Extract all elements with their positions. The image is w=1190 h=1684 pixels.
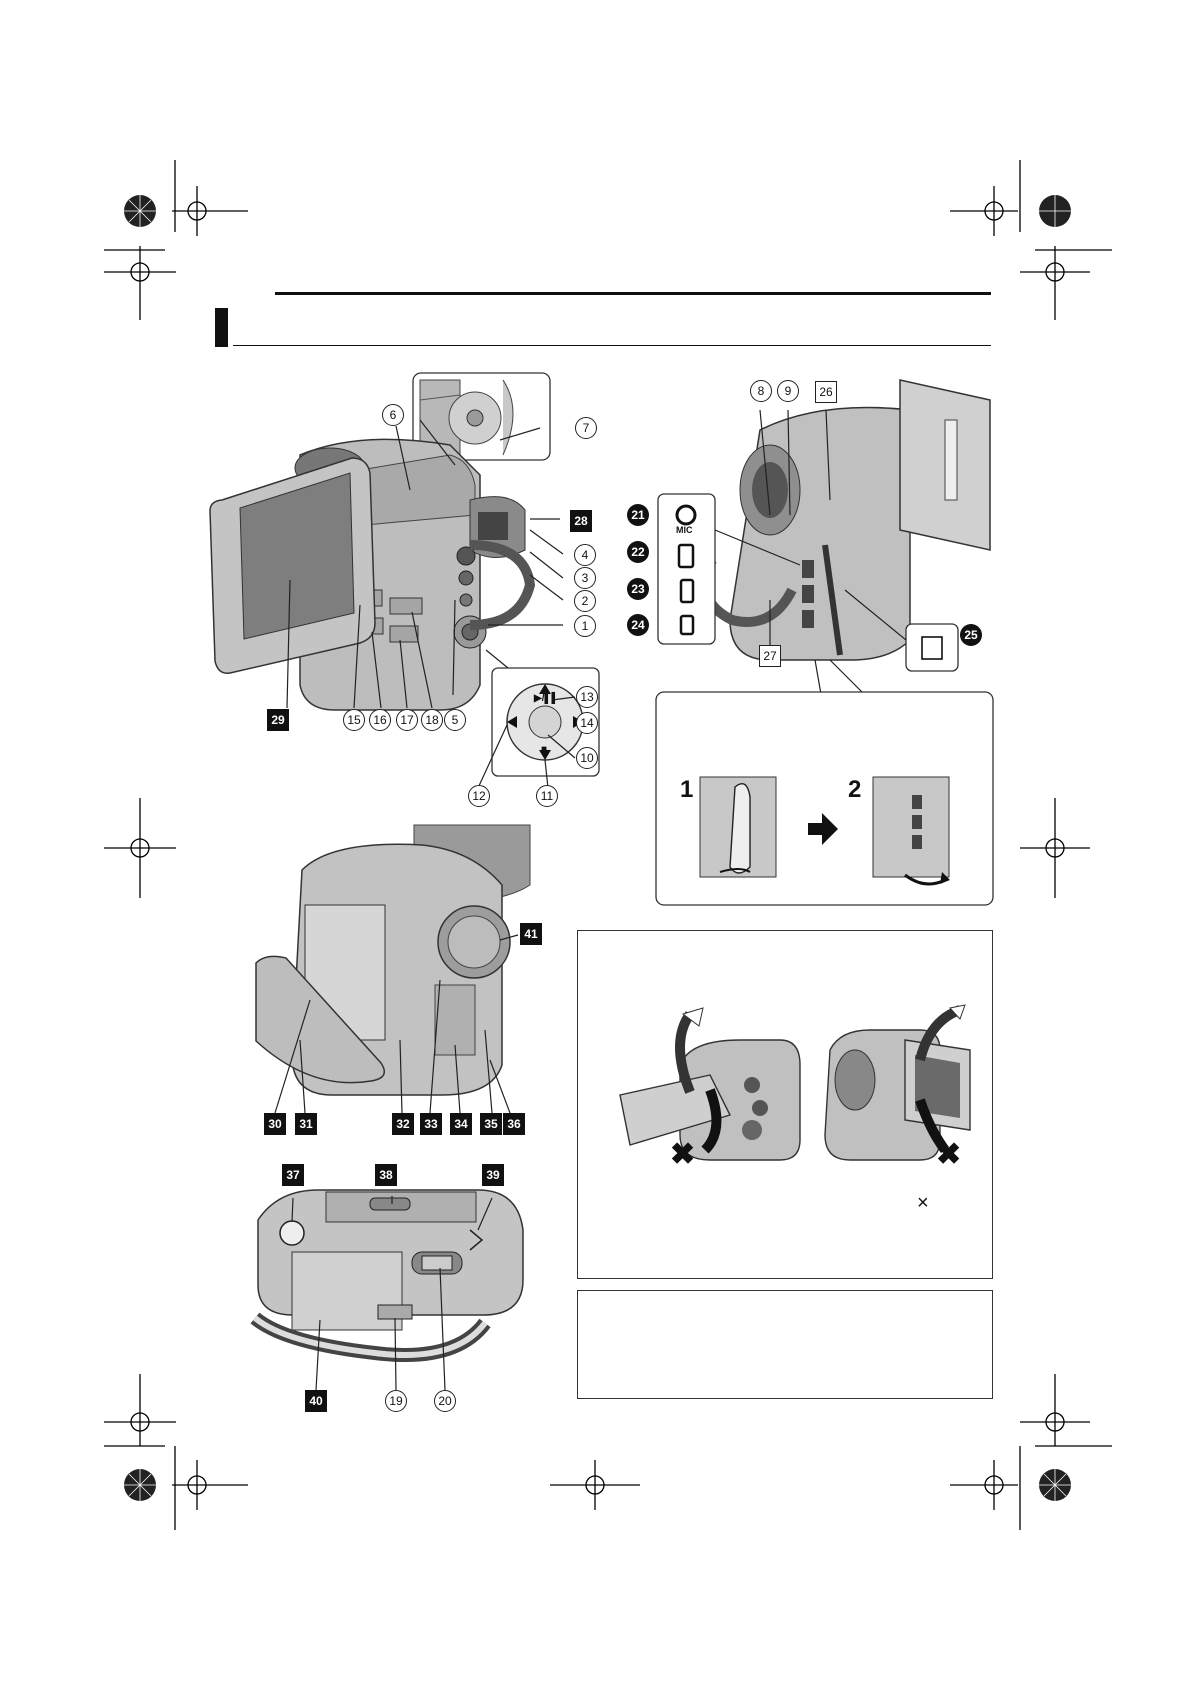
callout-25: 25: [960, 624, 982, 646]
callout-28: 28: [570, 510, 592, 532]
callout-39: 39: [482, 1164, 504, 1186]
callout-6: 6: [382, 404, 404, 426]
callout-14: 14: [576, 712, 598, 734]
callout-27: 27: [759, 645, 781, 667]
callout-4: 4: [574, 544, 596, 566]
callout-34: 34: [450, 1113, 472, 1135]
callout-29: 29: [267, 709, 289, 731]
header-rule: [275, 292, 991, 295]
callout-10: 10: [576, 747, 598, 769]
callout-38: 38: [375, 1164, 397, 1186]
section-rule: [233, 345, 991, 346]
section-marker-bar: [215, 308, 228, 347]
callout-22: 22: [627, 541, 649, 563]
callout-9: 9: [777, 380, 799, 402]
callout-18: 18: [421, 709, 443, 731]
callout-23: 23: [627, 578, 649, 600]
mic-jack-label: MIC: [676, 525, 693, 535]
callout-11: 11: [536, 785, 558, 807]
callout-7: 7: [575, 417, 597, 439]
callout-24: 24: [627, 614, 649, 636]
step-number-1: 1: [680, 776, 694, 803]
cross-mark-left: ✖: [670, 1138, 696, 1171]
cross-mark-inline: ×: [917, 1192, 929, 1214]
callout-5: 5: [444, 709, 466, 731]
callout-15: 15: [343, 709, 365, 731]
callout-8: 8: [750, 380, 772, 402]
callout-41: 41: [520, 923, 542, 945]
stop-symbol: ■: [541, 744, 548, 755]
callout-17: 17: [396, 709, 418, 731]
callout-35: 35: [480, 1113, 502, 1135]
callout-13: 13: [576, 686, 598, 708]
callout-36: 36: [503, 1113, 525, 1135]
callout-16: 16: [369, 709, 391, 731]
callout-32: 32: [392, 1113, 414, 1135]
callout-30: 30: [264, 1113, 286, 1135]
callout-26: 26: [815, 381, 837, 403]
cross-mark-right: ✖: [936, 1138, 962, 1171]
callout-2: 2: [574, 590, 596, 612]
callout-37: 37: [282, 1164, 304, 1186]
callout-31: 31: [295, 1113, 317, 1135]
callout-20: 20: [434, 1390, 456, 1412]
callout-33: 33: [420, 1113, 442, 1135]
callout-1: 1: [574, 615, 596, 637]
callout-19: 19: [385, 1390, 407, 1412]
callout-40: 40: [305, 1390, 327, 1412]
note-box: [577, 1290, 993, 1399]
callout-21: 21: [627, 504, 649, 526]
step-number-2: 2: [848, 776, 862, 803]
callout-12: 12: [468, 785, 490, 807]
play-pause-symbol: ▶/▌▌: [534, 693, 559, 704]
callout-3: 3: [574, 567, 596, 589]
